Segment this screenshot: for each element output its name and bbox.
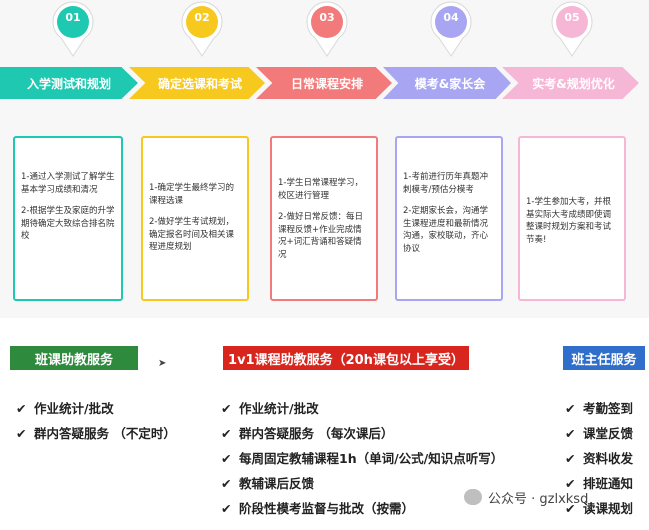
card-item: 2-定期家长会，沟通学生课程进度和最新情况沟通，家校联动，齐心协议 [403, 206, 489, 254]
card-item: 2-做好日常反馈：每日课程反馈+作业完成情况+词汇背诵和答疑情况 [278, 212, 363, 260]
list-item: ✔排班通知 [565, 471, 633, 496]
step-arrow-2: 确定选课和考试 [129, 67, 265, 99]
list-item: ✔教辅课后反馈 [221, 471, 503, 496]
check-icon: ✔ [221, 476, 232, 491]
watermark-text: 公众号 · gzlxksd [488, 491, 589, 507]
head-teacher-header: 班主任服务 [563, 346, 645, 370]
service-title: 班主任服务 [571, 352, 637, 368]
check-icon: ✔ [565, 401, 576, 416]
step-title: 实考&规划优化 [532, 76, 615, 91]
list-item: ✔读课规划 [565, 496, 633, 521]
class-assist-list: ✔作业统计/批改 ✔群内答疑服务 （不定时） [16, 396, 176, 446]
list-item: ✔考勤签到 [565, 396, 633, 421]
check-icon: ✔ [221, 451, 232, 466]
step-title: 确定选课和考试 [157, 76, 242, 91]
list-item: ✔群内答疑服务 （不定时） [16, 421, 176, 446]
step-card-3: 1-学生日常课程学习，校区进行管理 2-做好日常反馈：每日课程反馈+作业完成情况… [270, 136, 378, 301]
one-on-one-list: ✔作业统计/批改 ✔群内答疑服务 （每次课后） ✔每周固定教辅课程1h（单词/公… [221, 396, 503, 521]
card-item: 1-确定学生最终学习的课程选课 [149, 183, 234, 206]
map-pin-icon [306, 1, 348, 57]
wechat-icon [464, 489, 482, 505]
step-card-1: 1-通过入学测试了解学生基本学习成绩和清况 2-根据学生及家庭的升学期待确定大致… [13, 136, 123, 301]
check-icon: ✔ [16, 426, 27, 441]
check-icon: ✔ [16, 401, 27, 416]
card-item: 1-考前进行历年真题冲刺模考/预估分模考 [403, 172, 488, 195]
step-marker-1: 01 [43, 0, 103, 58]
class-assist-header: 班课助教服务 [10, 346, 138, 370]
head-teacher-list: ✔考勤签到 ✔课堂反馈 ✔资料收发 ✔排班通知 ✔读课规划 [565, 396, 633, 521]
card-item: 1-学生参加大考，并根基实际大考成绩即使调整课时规划方案和考试节奏! [526, 197, 612, 245]
service-title: 班课助教服务 [34, 352, 113, 368]
map-pin-icon [181, 1, 223, 57]
map-pin-icon [430, 1, 472, 57]
step-number: 03 [319, 11, 335, 24]
step-number: 02 [194, 11, 210, 24]
check-icon: ✔ [221, 501, 232, 516]
card-item: 1-通过入学测试了解学生基本学习成绩和清况 [21, 172, 115, 195]
map-pin-icon [52, 1, 94, 57]
list-item: ✔课堂反馈 [565, 421, 633, 446]
one-on-one-header: 1v1课程助教服务（20h课包以上享受） [223, 346, 469, 370]
step-card-2: 1-确定学生最终学习的课程选课 2-做好学生考试规划，确定报名时间及相关课程进度… [141, 136, 249, 301]
step-title: 入学测试和规划 [26, 76, 111, 91]
card-item: 1-学生日常课程学习，校区进行管理 [278, 178, 363, 201]
card-item: 2-做好学生考试规划，确定报名时间及相关课程进度规划 [149, 217, 235, 252]
step-arrow-3: 日常课程安排 [256, 67, 392, 99]
list-item: ✔群内答疑服务 （每次课后） [221, 421, 503, 446]
check-icon: ✔ [221, 426, 232, 441]
step-number: 01 [65, 11, 81, 24]
step-card-4: 1-考前进行历年真题冲刺模考/预估分模考 2-定期家长会，沟通学生课程进度和最新… [395, 136, 503, 301]
check-icon: ✔ [565, 501, 576, 516]
step-marker-5: 05 [542, 0, 602, 58]
card-item: 2-根据学生及家庭的升学期待确定大致综合排名院校 [21, 206, 115, 241]
check-icon: ✔ [565, 476, 576, 491]
list-item: ✔每周固定教辅课程1h（单词/公式/知识点听写） [221, 446, 503, 471]
check-icon: ✔ [565, 451, 576, 466]
step-number: 04 [443, 11, 459, 24]
step-arrow-4: 模考&家长会 [383, 67, 511, 99]
step-title: 模考&家长会 [414, 76, 486, 91]
wechat-watermark: 公众号 · gzlxksd [464, 486, 588, 508]
list-item: ✔阶段性模考监督与批改（按需） [221, 496, 503, 521]
list-item: ✔资料收发 [565, 446, 633, 471]
step-arrow-1: 入学测试和规划 [0, 67, 138, 99]
check-icon: ✔ [221, 401, 232, 416]
step-marker-2: 02 [172, 0, 232, 58]
step-arrow-5: 实考&规划优化 [502, 67, 639, 99]
step-marker-3: 03 [297, 0, 357, 58]
step-marker-4: 04 [421, 0, 481, 58]
step-number: 05 [564, 11, 580, 24]
map-pin-icon [551, 1, 593, 57]
step-title: 日常课程安排 [290, 76, 363, 91]
step-card-5: 1-学生参加大考，并根基实际大考成绩即使调整课时规划方案和考试节奏! [518, 136, 626, 301]
check-icon: ✔ [565, 426, 576, 441]
service-title: 1v1课程助教服务（20h课包以上享受） [228, 352, 464, 368]
mouse-cursor-icon: ➤ [158, 358, 167, 369]
list-item: ✔作业统计/批改 [221, 396, 503, 421]
list-item: ✔作业统计/批改 [16, 396, 176, 421]
